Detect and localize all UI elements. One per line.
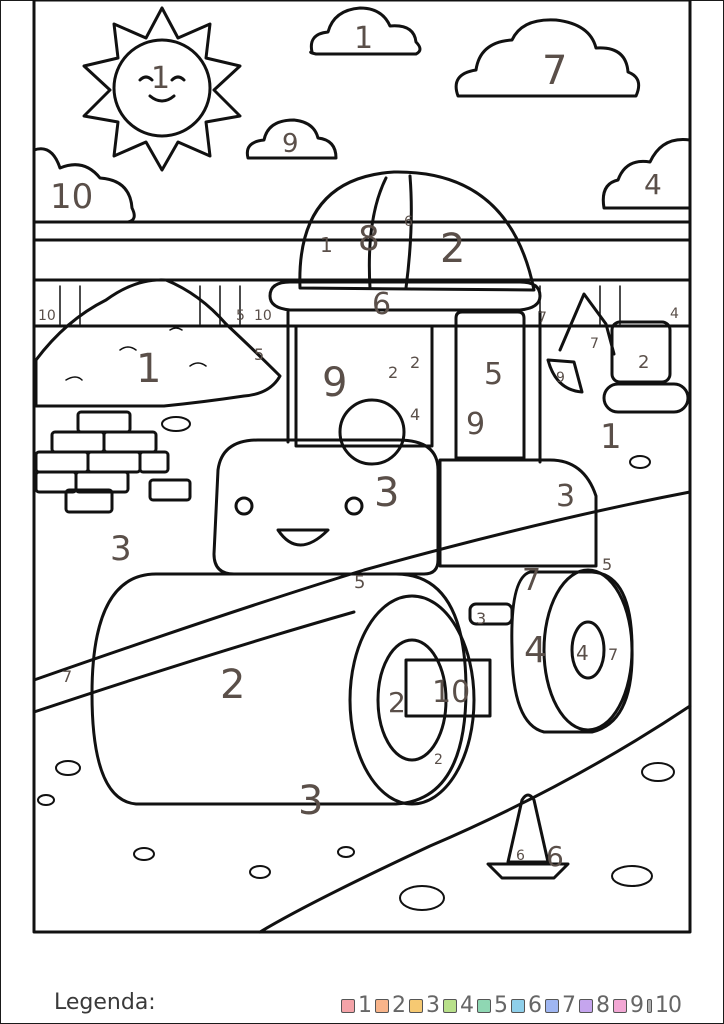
region-number: 3 [298,778,323,824]
legend-number: 4 [460,993,474,1018]
legend-item[interactable]: 1 [341,993,375,1018]
color-swatch [647,998,652,1013]
sand-pile[interactable] [34,278,282,408]
color-swatch [613,998,627,1013]
legend-item[interactable]: 4 [443,993,477,1018]
region-number: 4 [670,306,679,322]
region-number: 9 [282,129,299,159]
cloud-left[interactable] [32,147,136,224]
legend-number: 6 [528,993,542,1018]
road[interactable] [32,490,692,934]
region-number: 10 [432,675,470,710]
region-number: 4 [576,641,589,665]
picture-frame [32,0,692,934]
region-number: 4 [410,405,420,424]
region-number: 6 [404,214,413,230]
legend-number: 10 [655,993,682,1018]
color-swatch [477,998,491,1013]
cloud-far-right[interactable] [601,137,692,210]
roller-cab[interactable] [212,170,598,576]
region-number: 3 [374,470,399,516]
region-number: 6 [516,848,525,864]
color-swatch [443,998,457,1013]
region-number: 10 [50,177,93,217]
legend-item[interactable]: 7 [545,993,579,1018]
region-number: 5 [254,345,264,364]
region-number: 8 [358,219,380,259]
region-number: 7 [522,563,541,598]
brick-stack[interactable] [34,410,192,514]
legend-item[interactable]: 5 [477,993,511,1018]
region-number: 5 [354,572,365,593]
region-number: 9 [556,370,565,386]
legend-item[interactable]: 3 [409,993,443,1018]
region-number: 2 [388,363,398,382]
roller-drum[interactable] [90,572,492,806]
rear-wheel[interactable] [468,568,634,734]
region-number: 1 [151,61,170,96]
legend-label: Legenda: [54,990,156,1015]
color-swatch [409,998,423,1013]
region-number: 1 [136,346,161,392]
region-number: 3 [476,609,486,628]
region-number: 7 [538,310,547,326]
region-number: 5 [484,357,503,392]
legend-number: 2 [392,993,406,1018]
cloud-right[interactable] [454,18,641,98]
region-number: 3 [556,479,575,514]
region-number: 10 [38,308,56,324]
legend-item[interactable]: 10 [647,993,682,1018]
region-number: 7 [542,48,567,94]
region-number: 2 [440,226,465,272]
color-swatch [375,998,389,1013]
legend-item[interactable]: 9 [613,993,647,1018]
legend-item[interactable]: 6 [511,993,545,1018]
color-swatch [511,998,525,1013]
color-swatch [341,998,355,1013]
region-number: 9 [322,360,347,406]
region-number: 2 [410,353,420,372]
legend-number: 1 [358,993,372,1018]
region-number: 6 [372,287,391,322]
region-number: 1 [354,21,373,56]
region-number: 6 [546,840,564,873]
region-number: 4 [644,168,662,201]
region-number: 7 [590,336,599,352]
region-number: 5 [602,555,612,574]
legend-number: 8 [596,993,610,1018]
legend-item[interactable]: 2 [375,993,409,1018]
region-number: 2 [388,686,406,719]
region-number: 7 [62,667,72,686]
legend-number: 7 [562,993,576,1018]
region-number: 2 [220,662,245,708]
region-number: 5 [236,308,245,324]
region-number: 10 [254,308,272,324]
legend-number: 3 [426,993,440,1018]
color-legend: 1 2 3 4 5 6 7 8 9 10 [341,993,682,1018]
cloud-top[interactable] [309,6,422,56]
sun[interactable] [82,6,242,172]
region-number: 1 [320,233,333,257]
region-number: 9 [466,407,485,442]
region-number: 2 [434,752,443,768]
legend-item[interactable]: 8 [579,993,613,1018]
color-swatch [579,998,593,1013]
cloud-small[interactable] [245,118,338,160]
region-number: 1 [600,417,622,457]
legend-number: 9 [630,993,644,1018]
region-number: 3 [110,529,132,569]
region-number: 4 [524,630,547,671]
region-number: 2 [638,352,649,373]
traffic-cone[interactable] [486,793,570,880]
excavator[interactable] [546,292,690,414]
region-number: 7 [608,645,618,664]
legend-number: 5 [494,993,508,1018]
color-swatch [545,998,559,1013]
